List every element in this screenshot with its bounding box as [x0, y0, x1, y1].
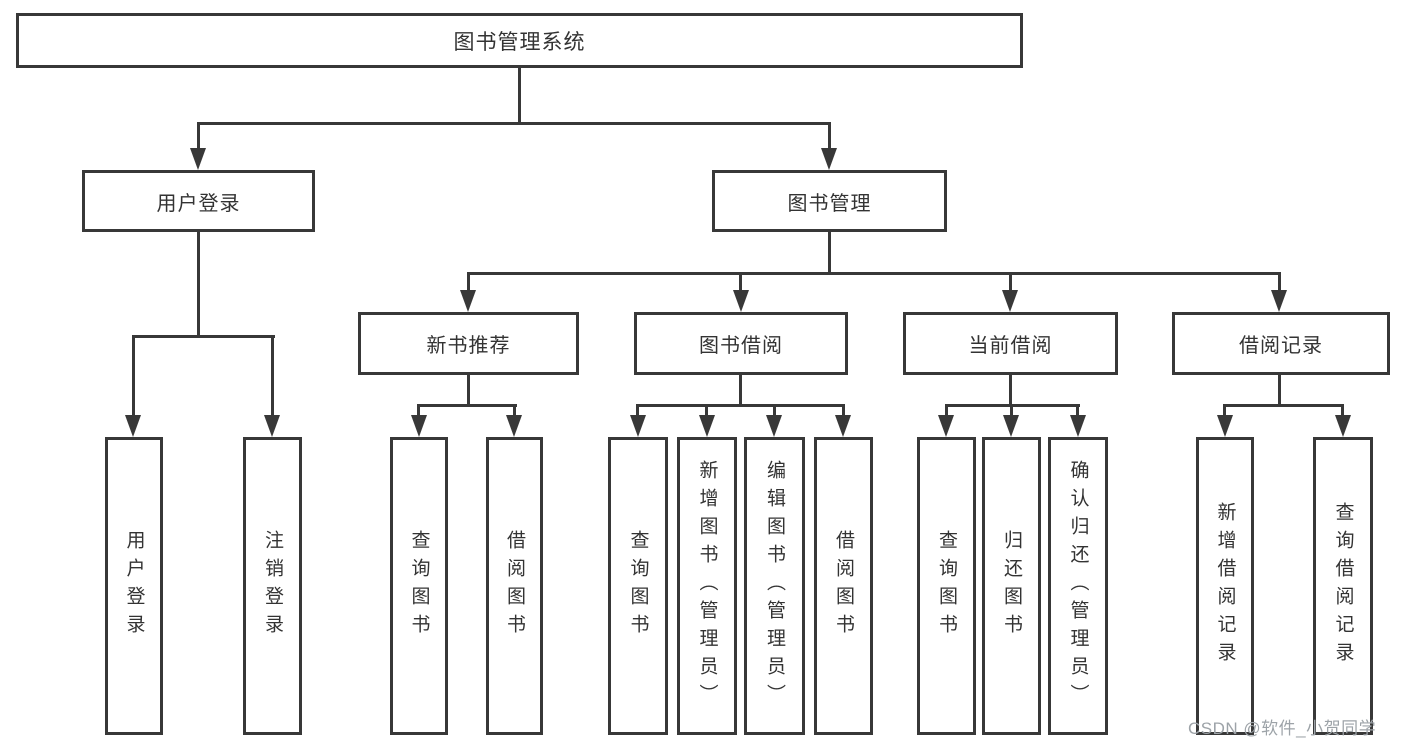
node-label: 图书管理	[787, 192, 872, 215]
connector-user-login-vline	[197, 232, 200, 337]
connector-current-borrow-vline	[1009, 375, 1012, 406]
arrow-to-new-book-rec	[460, 290, 476, 312]
connector-borrow-records-drop	[1278, 272, 1281, 294]
node-label: 图书管理系统	[453, 30, 586, 54]
node-label: 用户登录	[123, 530, 145, 642]
node-leaf-login: 用户登录	[105, 437, 163, 735]
node-new-book-rec: 新书推荐	[358, 312, 579, 375]
node-book-mgmt: 图书管理	[712, 170, 947, 232]
connector-nb-query-drop	[417, 404, 420, 419]
connector-bb-add-drop	[705, 404, 708, 419]
node-leaf-br-add-record: 新增借阅记录	[1196, 437, 1254, 735]
connector-cb-return-drop	[1010, 404, 1013, 419]
node-label: 查询图书	[936, 530, 957, 642]
arrow-to-bb-borrow	[835, 415, 851, 437]
connector-book-borrow-vline	[739, 375, 742, 406]
node-label: 编辑图书（管理员）	[764, 460, 785, 712]
node-label: 查询图书	[408, 530, 430, 642]
node-label: 新增借阅记录	[1214, 502, 1236, 670]
connector-book-borrow-drop	[739, 272, 742, 294]
node-label: 借阅记录	[1239, 335, 1323, 357]
connector-bb-query-drop	[636, 404, 639, 419]
node-leaf-bb-query-books: 查询图书	[608, 437, 668, 735]
node-leaf-nb-borrow-books: 借阅图书	[486, 437, 543, 735]
arrow-to-current-borrow	[1002, 290, 1018, 312]
connector-book-mgmt-hline	[467, 272, 1280, 275]
node-label: 注销登录	[262, 530, 283, 642]
arrow-to-cb-return	[1003, 415, 1019, 437]
node-label: 借阅图书	[504, 530, 525, 642]
connector-new-book-rec-hline	[417, 404, 517, 407]
node-leaf-cb-query-books: 查询图书	[917, 437, 976, 735]
arrow-to-nb-query	[411, 415, 427, 437]
node-leaf-bb-borrow-books: 借阅图书	[814, 437, 873, 735]
node-leaf-bb-add-books: 新增图书（管理员）	[677, 437, 737, 735]
connector-new-book-rec-vline	[467, 375, 470, 406]
node-leaf-logout: 注销登录	[243, 437, 302, 735]
arrow-to-cb-query	[938, 415, 954, 437]
connector-borrow-records-vline	[1278, 375, 1281, 406]
node-leaf-cb-confirm-return: 确认归还（管理员）	[1048, 437, 1108, 735]
connector-logout-drop	[271, 335, 274, 419]
csdn-watermark: CSDN @软件_小贺同学	[1188, 719, 1377, 738]
connector-cb-query-drop	[945, 404, 948, 419]
arrow-to-bb-add	[699, 415, 715, 437]
connector-br-add-drop	[1223, 404, 1226, 419]
connector-bb-borrow-drop	[842, 404, 845, 419]
node-label: 新书推荐	[426, 335, 511, 357]
connector-borrow-records-hline	[1223, 404, 1343, 407]
connector-book-mgmt-vline	[828, 232, 831, 275]
connector-user-login-drop	[197, 122, 200, 152]
arrow-to-bb-query	[630, 415, 646, 437]
node-leaf-nb-query-books: 查询图书	[390, 437, 448, 735]
node-user-login: 用户登录	[82, 170, 315, 232]
node-label: 图书借阅	[699, 335, 783, 357]
arrow-to-nb-borrow	[506, 415, 522, 437]
connector-book-mgmt-drop	[828, 122, 831, 152]
connector-root-vline	[518, 68, 521, 125]
connector-bb-edit-drop	[773, 404, 776, 419]
connector-new-book-rec-drop	[467, 272, 470, 294]
node-label: 新增图书（管理员）	[696, 460, 718, 712]
connector-cb-confirm-drop	[1076, 404, 1079, 419]
node-label: 确认归还（管理员）	[1067, 460, 1089, 712]
connector-current-borrow-drop	[1009, 272, 1012, 294]
connector-nb-borrow-drop	[513, 404, 516, 419]
node-book-borrow: 图书借阅	[634, 312, 848, 375]
arrow-to-login	[125, 415, 141, 437]
connector-br-query-drop	[1341, 404, 1344, 419]
connector-user-login-hline	[132, 335, 275, 338]
connector-book-borrow-hline	[636, 404, 845, 407]
arrow-to-borrow-records	[1271, 290, 1287, 312]
arrow-to-br-query	[1335, 415, 1351, 437]
connector-root-hline	[197, 122, 831, 125]
node-leaf-cb-return-books: 归还图书	[982, 437, 1041, 735]
node-library-system: 图书管理系统	[16, 13, 1023, 68]
node-leaf-br-query-record: 查询借阅记录	[1313, 437, 1373, 735]
arrow-to-bb-edit	[766, 415, 782, 437]
arrow-to-book-borrow	[733, 290, 749, 312]
arrow-to-cb-confirm	[1070, 415, 1086, 437]
node-label: 查询借阅记录	[1332, 502, 1354, 670]
node-label: 归还图书	[1001, 530, 1022, 642]
connector-login-drop	[132, 335, 135, 419]
arrow-to-br-add	[1217, 415, 1233, 437]
arrow-to-user-login	[190, 148, 206, 170]
node-label: 借阅图书	[833, 530, 854, 642]
node-label: 当前借阅	[968, 335, 1053, 357]
node-leaf-bb-edit-books: 编辑图书（管理员）	[744, 437, 805, 735]
node-label: 查询图书	[627, 530, 649, 642]
node-current-borrow: 当前借阅	[903, 312, 1118, 375]
node-borrow-records: 借阅记录	[1172, 312, 1390, 375]
node-label: 用户登录	[156, 192, 241, 215]
arrow-to-logout	[264, 415, 280, 437]
arrow-to-book-mgmt	[821, 148, 837, 170]
